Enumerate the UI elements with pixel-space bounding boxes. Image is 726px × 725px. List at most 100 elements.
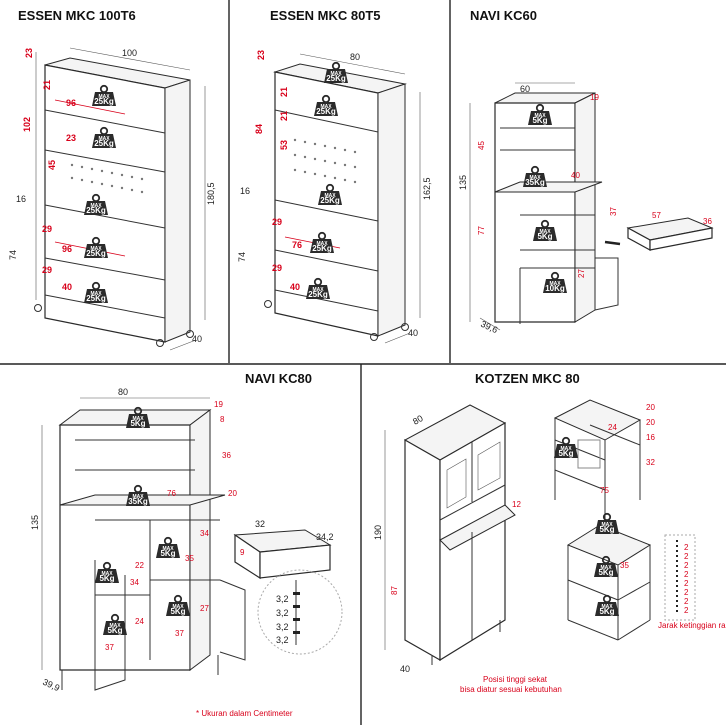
svg-text:37: 37 [175,629,184,638]
svg-text:87: 87 [390,586,399,595]
svg-text:100: 100 [122,48,137,58]
svg-text:5Kg: 5Kg [537,232,552,241]
svg-text:40: 40 [408,328,418,338]
svg-text:32: 32 [646,458,655,467]
panel-kotzen: KOTZEN MKC 80 80 190 87 12 40 [373,371,726,694]
svg-text:MAX: MAX [330,71,342,77]
svg-text:37: 37 [609,207,618,216]
svg-text:80: 80 [350,52,360,62]
svg-text:5Kg: 5Kg [599,607,614,616]
svg-text:80: 80 [118,387,128,397]
svg-text:25Kg: 25Kg [94,139,114,148]
svg-text:40: 40 [400,664,410,674]
svg-text:27: 27 [200,604,209,613]
svg-text:24: 24 [608,423,617,432]
svg-text:3,2: 3,2 [276,622,289,632]
svg-text:5Kg: 5Kg [558,449,573,458]
svg-text:77: 77 [477,226,486,235]
svg-text:MAX: MAX [162,546,174,552]
svg-text:25Kg: 25Kg [86,249,106,258]
svg-text:32: 32 [255,519,265,529]
svg-text:35: 35 [185,554,194,563]
svg-text:2: 2 [684,561,689,570]
svg-text:24: 24 [135,617,144,626]
svg-text:MAX: MAX [560,446,572,452]
svg-text:5Kg: 5Kg [598,568,613,577]
svg-text:MAX: MAX [172,604,184,610]
svg-text:45: 45 [477,141,486,150]
svg-text:35Kg: 35Kg [525,178,545,187]
svg-text:16: 16 [240,186,250,196]
svg-text:10Kg: 10Kg [545,284,565,293]
svg-text:MAX: MAX [601,604,613,610]
svg-text:16: 16 [16,194,26,204]
svg-text:20: 20 [228,489,237,498]
svg-text:27: 27 [577,269,586,278]
svg-text:29: 29 [272,263,282,273]
svg-text:5Kg: 5Kg [599,525,614,534]
svg-text:25Kg: 25Kg [94,97,114,106]
svg-text:84: 84 [254,124,264,134]
svg-text:23: 23 [256,50,266,60]
svg-text:bisa diatur sesuai kebutuhan: bisa diatur sesuai kebutuhan [460,685,562,694]
panel-title: ESSEN MKC 80T5 [270,8,381,23]
svg-text:22: 22 [135,561,144,570]
svg-text:2: 2 [684,597,689,606]
svg-text:23: 23 [24,48,34,58]
svg-text:21: 21 [279,111,289,121]
svg-text:MAX: MAX [539,229,551,235]
svg-text:MAX: MAX [132,416,144,422]
panel-navi-kc60: NAVI KC60 60 19 135 45 77 40 37 27 57 36… [458,8,714,335]
svg-text:135: 135 [30,515,40,530]
svg-text:MAX: MAX [90,291,102,297]
svg-text:Posisi tinggi sekat: Posisi tinggi sekat [483,675,548,684]
svg-text:76: 76 [292,240,302,250]
svg-text:2: 2 [684,579,689,588]
unit-footnote: * Ukuran dalam Centimeter [196,709,293,718]
svg-text:MAX: MAX [320,104,332,110]
svg-text:2: 2 [684,570,689,579]
svg-text:MAX: MAX [90,203,102,209]
svg-text:5Kg: 5Kg [160,549,175,558]
svg-text:MAX: MAX [534,113,546,119]
svg-text:190: 190 [373,525,383,540]
panel-navi-kc80: NAVI KC80 80 135 19 8 36 20 76 34 22 34 … [30,371,343,718]
svg-text:80: 80 [411,413,425,427]
panel-title: ESSEN MKC 100T6 [18,8,136,23]
svg-text:45: 45 [47,160,57,170]
svg-text:35: 35 [620,561,629,570]
svg-text:25Kg: 25Kg [86,294,106,303]
svg-text:5Kg: 5Kg [130,419,145,428]
svg-text:29: 29 [42,224,52,234]
svg-text:MAX: MAX [316,241,328,247]
panel-title: NAVI KC60 [470,8,537,23]
svg-text:39,9: 39,9 [41,677,61,693]
svg-text:29: 29 [42,265,52,275]
svg-text:12: 12 [512,500,521,509]
svg-text:96: 96 [66,98,76,108]
svg-text:20: 20 [646,418,655,427]
svg-text:8: 8 [220,415,225,424]
svg-text:19: 19 [590,93,599,102]
svg-text:2: 2 [684,606,689,615]
svg-text:5Kg: 5Kg [107,626,122,635]
svg-text:3,2: 3,2 [276,608,289,618]
svg-text:23: 23 [66,133,76,143]
